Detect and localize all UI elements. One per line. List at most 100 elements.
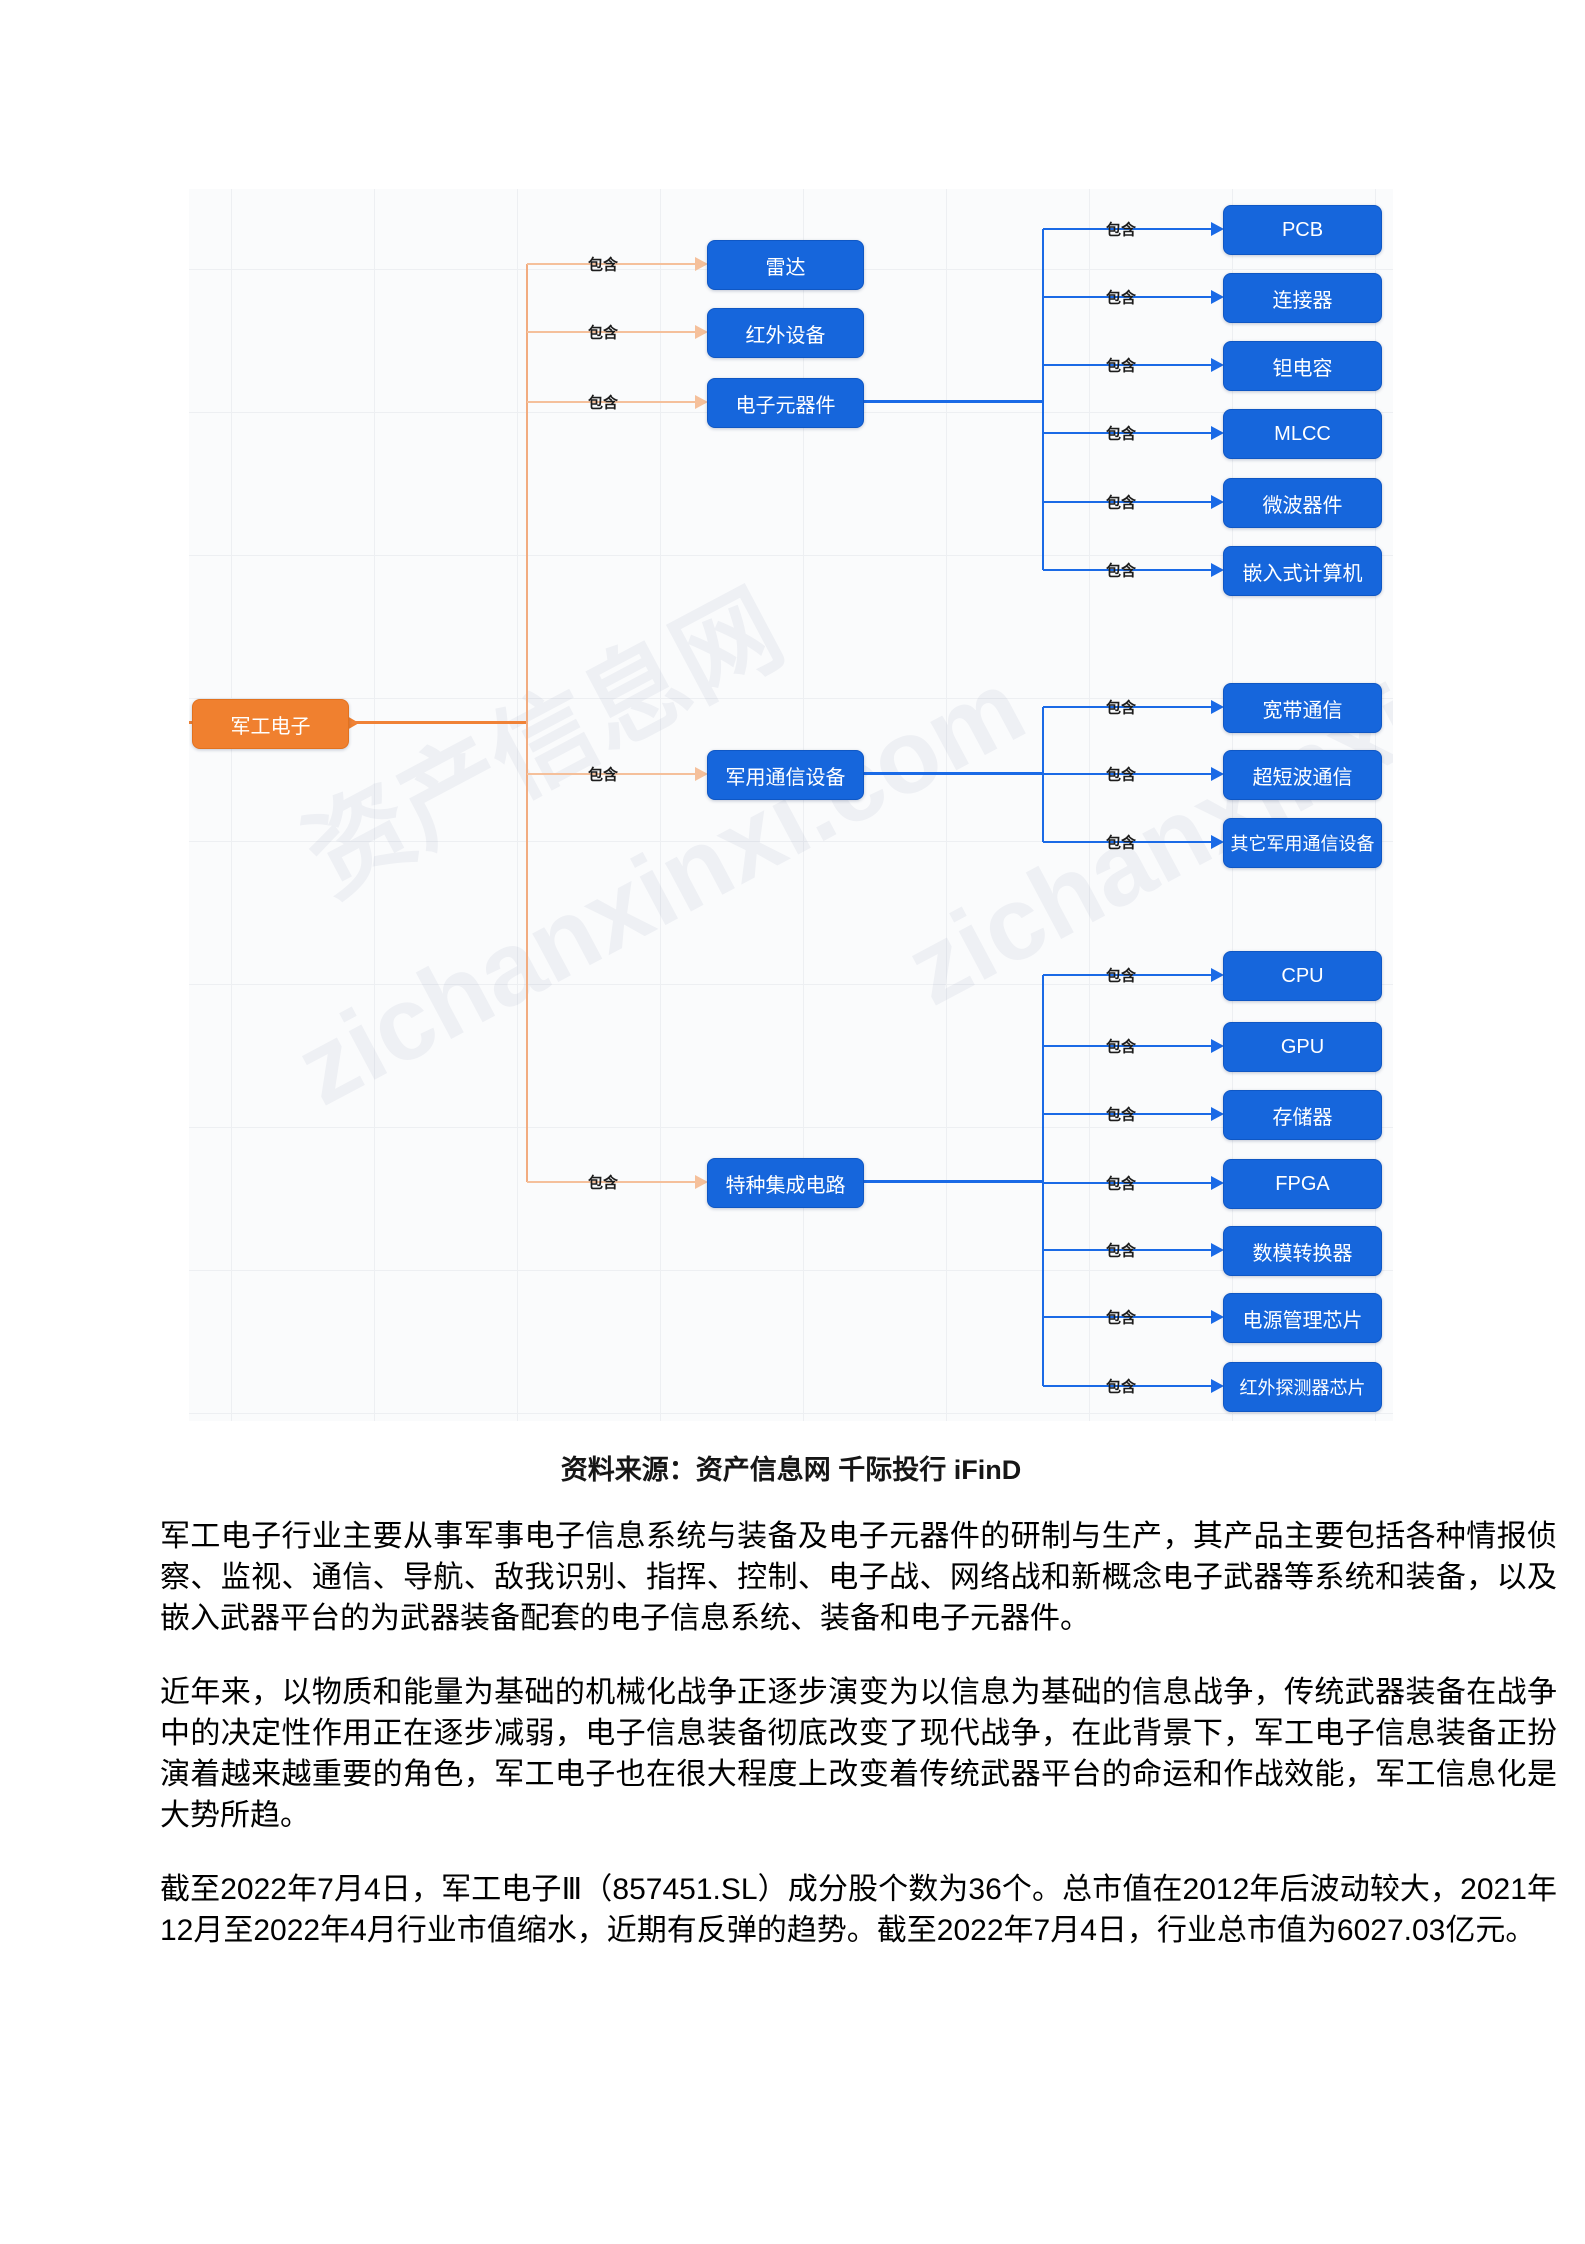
arrowhead-icon — [695, 257, 708, 271]
arrowhead-icon — [1211, 835, 1224, 849]
contains-edge-label: 包含 — [1105, 1038, 1137, 1056]
arrowhead-icon — [695, 395, 708, 409]
edge-line — [527, 1181, 695, 1183]
contains-edge-label: 包含 — [587, 766, 619, 784]
edge-line — [1043, 1113, 1211, 1115]
contains-edge-label: 包含 — [1105, 1309, 1137, 1327]
diagram-node: 电子元器件 — [707, 378, 864, 428]
edge-line — [347, 721, 527, 724]
arrowhead-icon — [1211, 495, 1224, 509]
contains-edge-label: 包含 — [1105, 834, 1137, 852]
arrowhead-icon — [1211, 767, 1224, 781]
watermark-text: zichanxinxi.com — [278, 648, 1043, 1128]
edge-line — [1043, 974, 1211, 976]
edge-line — [527, 263, 695, 265]
edge-line — [1043, 364, 1211, 366]
contains-edge-label: 包含 — [587, 324, 619, 342]
arrowhead-icon — [695, 767, 708, 781]
body-paragraph-3: 截至2022年7月4日，军工电子Ⅲ（857451.SL）成分股个数为36个。总市… — [160, 1873, 1557, 1947]
diagram-node: 宽带通信 — [1223, 683, 1382, 733]
body-paragraph-2: 近年来，以物质和能量为基础的机械化战争正逐步演变为以信息为基础的信息战争，传统武… — [160, 1676, 1557, 1832]
edge-line — [1043, 1385, 1211, 1387]
diagram-node: 雷达 — [707, 240, 864, 290]
arrowhead-icon — [1211, 1039, 1224, 1053]
diagram-node: CPU — [1223, 951, 1382, 1001]
diagram-node: 微波器件 — [1223, 478, 1382, 528]
contains-edge-label: 包含 — [1105, 494, 1137, 512]
edge-line — [526, 264, 528, 1182]
edge-line — [527, 331, 695, 333]
edge-line — [1042, 229, 1044, 570]
diagram-node: 电源管理芯片 — [1223, 1293, 1382, 1343]
contains-edge-label: 包含 — [1105, 766, 1137, 784]
contains-edge-label: 包含 — [1105, 1106, 1137, 1124]
contains-edge-label: 包含 — [1105, 1242, 1137, 1260]
arrowhead-icon — [695, 1175, 708, 1189]
edge-line — [527, 773, 695, 775]
arrowhead-icon — [1211, 358, 1224, 372]
diagram-node: 连接器 — [1223, 273, 1382, 323]
arrowhead-icon — [695, 325, 708, 339]
arrowhead-icon — [1211, 1176, 1224, 1190]
arrowhead-icon — [1211, 1310, 1224, 1324]
diagram-node: 数模转换器 — [1223, 1226, 1382, 1276]
diagram-node: FPGA — [1223, 1159, 1382, 1209]
diagram-node: PCB — [1223, 205, 1382, 255]
arrowhead-icon — [1211, 1107, 1224, 1121]
contains-edge-label: 包含 — [587, 256, 619, 274]
edge-line — [862, 400, 1043, 403]
diagram-node: 特种集成电路 — [707, 1158, 864, 1208]
contains-edge-label: 包含 — [1105, 1378, 1137, 1396]
arrowhead-icon — [1211, 968, 1224, 982]
arrowhead-icon — [1211, 290, 1224, 304]
edge-line — [1043, 1249, 1211, 1251]
arrowhead-icon — [1211, 1379, 1224, 1393]
body-text: 军工电子行业主要从事军事电子信息系统与装备及电子元器件的研制与生产，其产品主要包… — [160, 1516, 1557, 1984]
diagram-node: 存储器 — [1223, 1090, 1382, 1140]
diagram-node: 钽电容 — [1223, 341, 1382, 391]
contains-edge-label: 包含 — [1105, 357, 1137, 375]
edge-line — [1043, 432, 1211, 434]
diagram-node-root: 军工电子 — [192, 699, 349, 749]
contains-edge-label: 包含 — [1105, 289, 1137, 307]
contains-edge-label: 包含 — [587, 394, 619, 412]
edge-line — [1042, 975, 1044, 1386]
arrowhead-icon — [1211, 426, 1224, 440]
contains-edge-label: 包含 — [1105, 967, 1137, 985]
diagram-node: MLCC — [1223, 409, 1382, 459]
diagram-node: 其它军用通信设备 — [1223, 818, 1382, 868]
edge-line — [1043, 1045, 1211, 1047]
arrowhead-icon — [1211, 222, 1224, 236]
diagram-node: 军用通信设备 — [707, 750, 864, 800]
contains-edge-label: 包含 — [1105, 221, 1137, 239]
diagram-node: 红外设备 — [707, 308, 864, 358]
diagram-node: 嵌入式计算机 — [1223, 546, 1382, 596]
edge-line — [527, 401, 695, 403]
edge-line — [862, 772, 1043, 775]
edge-line — [1043, 296, 1211, 298]
contains-edge-label: 包含 — [587, 1174, 619, 1192]
edge-line — [1043, 841, 1211, 843]
edge-line — [1043, 569, 1211, 571]
diagram-node: 红外探测器芯片 — [1223, 1362, 1382, 1412]
diagram-node: 超短波通信 — [1223, 750, 1382, 800]
arrowhead-icon — [1211, 1243, 1224, 1257]
edge-line — [1043, 706, 1211, 708]
edge-line — [1043, 773, 1211, 775]
contains-edge-label: 包含 — [1105, 562, 1137, 580]
arrowhead-icon — [1211, 700, 1224, 714]
source-caption: 资料来源：资产信息网 千际投行 iFinD — [560, 1455, 1022, 1485]
edge-line — [1043, 228, 1211, 230]
contains-edge-label: 包含 — [1105, 425, 1137, 443]
diagram-node: GPU — [1223, 1022, 1382, 1072]
arrowhead-icon — [1211, 563, 1224, 577]
edge-line — [189, 721, 192, 724]
watermark-text: 资产信息网 — [287, 570, 801, 918]
edge-line — [1043, 1316, 1211, 1318]
edge-line — [1043, 501, 1211, 503]
contains-edge-label: 包含 — [1105, 1175, 1137, 1193]
edge-line — [1043, 1182, 1211, 1184]
edge-line — [862, 1180, 1043, 1183]
contains-edge-label: 包含 — [1105, 699, 1137, 717]
